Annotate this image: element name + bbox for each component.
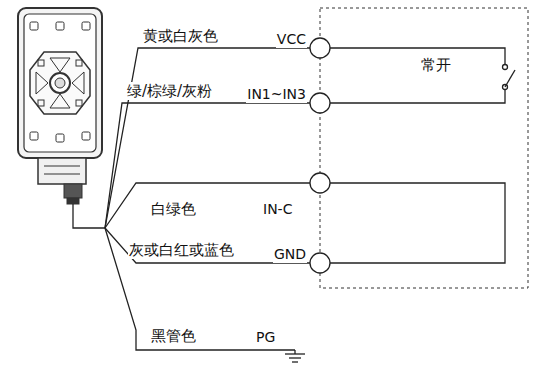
wire-label: 白绿色 [150,200,197,218]
wire-label: IN1~IN3 [246,85,307,103]
camera-reader [18,8,102,204]
switch-symbol [503,65,516,90]
wire-label: 黄或白灰色 [142,27,219,45]
wire-label: 黑管色 [150,327,197,345]
wire-harness [73,48,310,350]
device-boundary [320,8,528,288]
terminal-circle [310,38,330,273]
wire-label: VCC [276,30,307,48]
wire-label: PG [255,328,276,346]
wire-label: 常开 [420,56,452,74]
external-wiring [330,48,505,263]
wire-label: 灰或白红或蓝色 [128,241,235,259]
wire-label: 绿/棕绿/灰粉 [126,82,213,100]
wire-label: IN-C [262,200,293,218]
ground-symbol [285,350,305,362]
wire-label: GND [273,245,307,263]
